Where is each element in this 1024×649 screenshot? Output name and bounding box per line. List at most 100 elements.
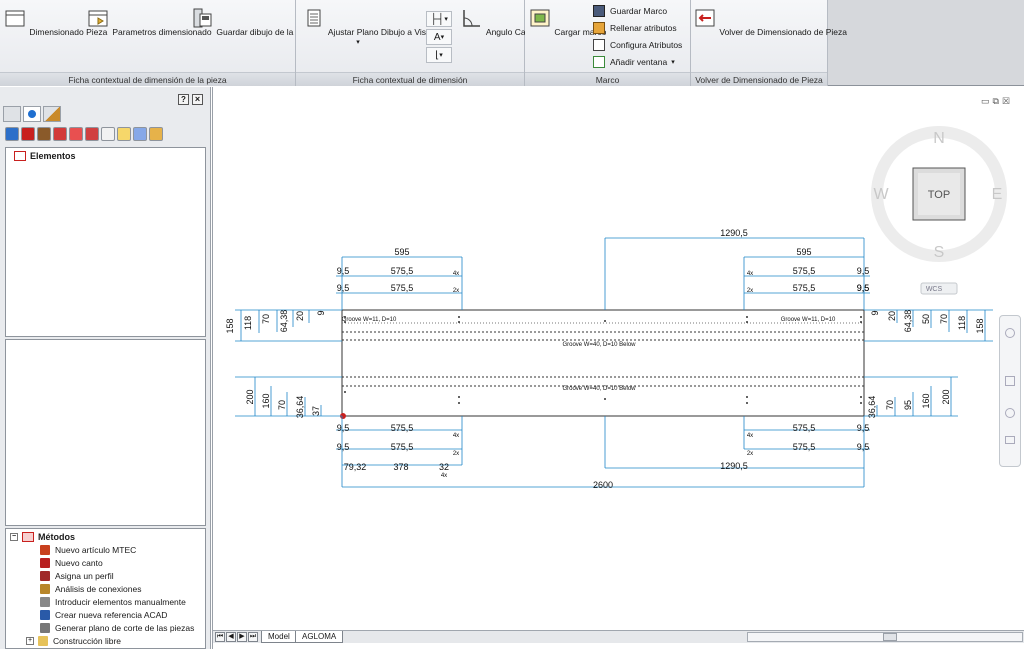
next-tab-button[interactable]: ▶ — [237, 632, 247, 642]
method-item[interactable]: + Construcción libre — [26, 635, 122, 646]
dim-label: 70 — [885, 400, 895, 410]
tab-model-tree[interactable] — [23, 106, 41, 122]
return-icon — [695, 9, 715, 27]
close-panel-button[interactable]: × — [192, 94, 203, 105]
method-item[interactable]: Análisis de conexiones — [40, 582, 141, 595]
drawing-canvas[interactable]: ▭ ⧉ ☒ TOP N S E W WCS — [212, 87, 1024, 649]
zoom-icon[interactable] — [1005, 376, 1015, 386]
collapse-icon: − — [10, 533, 18, 541]
dim-label: 575,5 — [391, 423, 414, 433]
ribbon-group-part-dimension: Dimensionado Pieza Parametros dimensiona… — [0, 0, 316, 86]
ribbon: Dimensionado Pieza Parametros dimensiona… — [0, 0, 1024, 86]
pattern-tool-icon[interactable] — [53, 127, 67, 141]
dim-label: 9,5 — [337, 283, 350, 293]
horizontal-scrollbar[interactable] — [747, 632, 1023, 642]
tree-item-elementos[interactable]: Elementos — [14, 151, 76, 161]
dropdown-arrow-icon: ▾ — [356, 39, 360, 46]
dim-label: 4x — [441, 473, 447, 479]
dim-label: 2x — [747, 288, 753, 294]
dim-label: 20 — [887, 311, 897, 321]
ribbon-group-title: Volver de Dimensionado de Pieza — [691, 72, 827, 86]
navigation-bar[interactable] — [999, 315, 1021, 467]
dim-label: 595 — [394, 247, 409, 257]
filter-tool-icon[interactable] — [117, 127, 131, 141]
dim-label: 4x — [453, 433, 459, 439]
method-item[interactable]: Asigna un perfil — [40, 569, 114, 582]
pan-icon[interactable] — [1005, 328, 1015, 338]
cargar-marco-button[interactable]: Cargar marco — [528, 6, 606, 37]
dim-label: 36,64 — [867, 396, 877, 419]
tab-agloma[interactable]: AGLOMA — [295, 631, 344, 643]
methods-header[interactable]: − Métodos — [10, 532, 75, 542]
volver-dimensionado-button[interactable]: Volver de Dimensionado de Pieza — [693, 6, 847, 37]
close-icon[interactable]: ☒ — [1001, 96, 1011, 106]
dimensionado-pieza-button[interactable]: Dimensionado Pieza — [3, 6, 107, 37]
triangle-tool-icon[interactable] — [101, 127, 115, 141]
configura-atributos-button[interactable]: Configura Atributos — [593, 37, 682, 52]
text-style-stack[interactable]: A▾ — [426, 29, 452, 45]
dropdown-arrow-icon: ▾ — [439, 52, 443, 59]
methods-pane: − Métodos Nuevo artículo MTEC Nuevo cant… — [5, 528, 206, 649]
method-item[interactable]: Crear nueva referencia ACAD — [40, 608, 167, 621]
dim-label: 575,5 — [793, 423, 816, 433]
anadir-ventana-button[interactable]: Añadir ventana ▾ — [593, 54, 675, 69]
connections-icon — [40, 583, 50, 594]
guardar-dibujo-pieza-button[interactable]: Guardar dibujo de la pieza — [190, 6, 316, 37]
method-item[interactable]: Nuevo artículo MTEC — [40, 543, 136, 556]
arrows-tool-icon[interactable] — [133, 127, 147, 141]
tab-properties[interactable] — [3, 106, 21, 122]
help-button[interactable]: ? — [178, 94, 189, 105]
angulo-canto-button[interactable]: Angulo Canto — [460, 6, 537, 37]
elements-tree-pane: Elementos — [5, 147, 206, 337]
save-frame-icon — [593, 4, 605, 17]
dim-label: 200 — [941, 389, 951, 404]
dim-label: 200 — [245, 389, 255, 404]
pencil-tool-icon[interactable] — [85, 127, 99, 141]
edge-angle-icon — [463, 10, 480, 27]
cube-red-tool-icon[interactable] — [21, 127, 35, 141]
tab-drawings[interactable] — [43, 106, 61, 122]
viewcube[interactable]: TOP N S E W WCS — [871, 126, 1007, 295]
panel-tabs — [3, 106, 63, 123]
method-item[interactable]: Generar plano de corte de las piezas — [40, 621, 194, 634]
guardar-marco-button[interactable]: Guardar Marco — [593, 3, 667, 18]
dim-label: 20 — [295, 311, 305, 321]
restore-icon[interactable]: ⧉ — [992, 96, 999, 106]
globe-tool-icon[interactable] — [5, 127, 19, 141]
wcs-label[interactable]: WCS — [926, 286, 943, 293]
close-icon: × — [194, 94, 201, 104]
minimize-icon[interactable]: ▭ — [981, 96, 990, 106]
compass-west: W — [873, 186, 889, 203]
last-tab-button[interactable]: ⏭ — [248, 632, 258, 642]
dim-label: 36,64 — [295, 396, 305, 419]
dim-label: 9,5 — [337, 442, 350, 452]
rellenar-atributos-button[interactable]: Rellenar atributos — [593, 20, 677, 35]
method-item[interactable]: Nuevo canto — [40, 556, 103, 569]
acad-reference-icon — [40, 609, 50, 620]
dim-label: 1290,5 — [720, 228, 748, 238]
method-item[interactable]: Introducir elementos manualmente — [40, 595, 186, 608]
groove-label: Groove W=11, D=10 — [781, 317, 836, 323]
parametros-dimensionado-button[interactable]: Parametros dimensionado — [86, 6, 212, 37]
first-tab-button[interactable]: ⏮ — [215, 632, 225, 642]
dim-label: 9,5 — [337, 423, 350, 433]
tab-model[interactable]: Model — [261, 631, 297, 643]
linear-dimension-icon: ├┤ — [430, 13, 445, 25]
cut-plan-icon — [40, 622, 50, 633]
prev-tab-button[interactable]: ◀ — [226, 632, 236, 642]
orbit-icon[interactable] — [1005, 408, 1015, 418]
eraser-tool-icon[interactable] — [69, 127, 83, 141]
viewcube-top-label[interactable]: TOP — [928, 189, 950, 201]
methods-icon — [22, 532, 34, 542]
linear-dimension-stack[interactable]: ├┤▾ — [426, 11, 452, 27]
scroll-thumb[interactable] — [883, 633, 897, 641]
dim-label: 4x — [747, 433, 753, 439]
cube-tool-icon[interactable] — [37, 127, 51, 141]
dim-label: 64,38 — [279, 310, 289, 333]
dim-label: 50 — [921, 314, 931, 324]
folder-tool-icon[interactable] — [149, 127, 163, 141]
dim-label: 2600 — [593, 480, 613, 490]
showmotion-icon[interactable] — [1005, 436, 1015, 444]
ordinate-dimension-stack[interactable]: ⌊▾ — [426, 47, 452, 63]
ajustar-plano-button[interactable]: Ajustar Plano Dibujo a Vista ▾ — [302, 6, 433, 46]
